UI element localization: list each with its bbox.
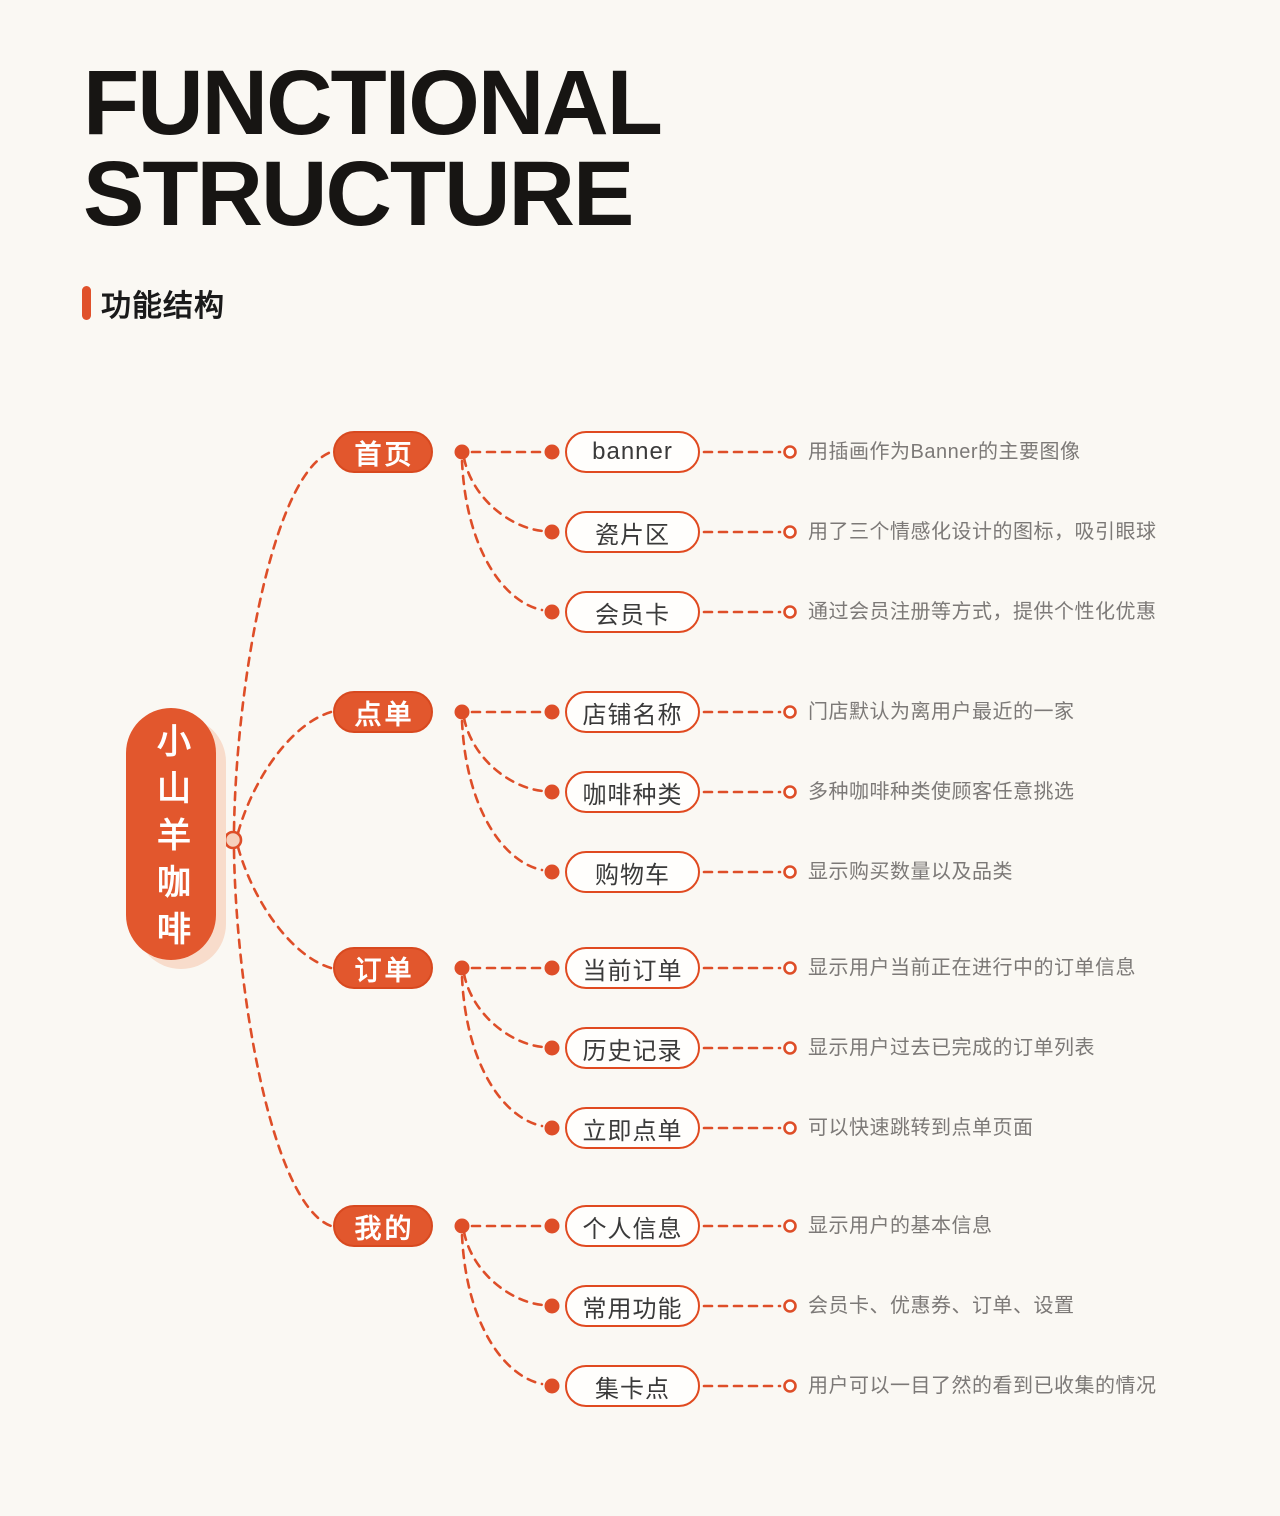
section-heading: 功能结构: [101, 290, 225, 323]
child-node-common-features: 常用功能: [565, 1285, 700, 1327]
accent-bar: [82, 286, 91, 320]
desc-coffee-type: 多种咖啡种类使顾客任意挑选: [808, 781, 1075, 803]
desc-cart: 显示购买数量以及品类: [808, 861, 1013, 883]
child-node-coffee-type: 咖啡种类: [565, 771, 700, 813]
child-node-banner: banner: [565, 431, 700, 473]
page-title: FUNCTIONAL STRUCTURE: [83, 52, 663, 245]
child-node-card-points: 集卡点: [565, 1365, 700, 1407]
desc-current-order: 显示用户当前正在进行中的订单信息: [808, 957, 1136, 979]
child-node-profile: 个人信息: [565, 1205, 700, 1247]
child-node-order-now: 立即点单: [565, 1107, 700, 1149]
desc-banner: 用插画作为Banner的主要图像: [808, 441, 1081, 463]
child-node-tile-area: 瓷片区: [565, 511, 700, 553]
desc-shop-name: 门店默认为离用户最近的一家: [808, 701, 1075, 723]
hub-dot: [223, 830, 243, 850]
solid-dots: [454, 444, 560, 1394]
desc-history: 显示用户过去已完成的订单列表: [808, 1037, 1095, 1059]
branch-node-orders: 订单: [333, 947, 433, 989]
desc-tile-area: 用了三个情感化设计的图标，吸引眼球: [808, 521, 1157, 543]
dashed-curves: [232, 450, 782, 1388]
desc-profile: 显示用户的基本信息: [808, 1215, 993, 1237]
branch-node-mine: 我的: [333, 1205, 433, 1247]
title-line-1: FUNCTIONAL: [83, 52, 663, 154]
branch-node-home: 首页: [333, 431, 433, 473]
title-line-2: STRUCTURE: [83, 143, 634, 245]
child-node-cart: 购物车: [565, 851, 700, 893]
child-node-current-order: 当前订单: [565, 947, 700, 989]
child-node-shop-name: 店铺名称: [565, 691, 700, 733]
branch-node-order: 点单: [333, 691, 433, 733]
section-heading-row: 功能结构: [82, 281, 225, 325]
root-node-brand: 小山羊咖啡: [126, 708, 216, 960]
hollow-end-dots: [783, 445, 797, 1393]
desc-member-card: 通过会员注册等方式，提供个性化优惠: [808, 601, 1157, 623]
child-node-member-card: 会员卡: [565, 591, 700, 633]
child-node-history: 历史记录: [565, 1027, 700, 1069]
desc-order-now: 可以快速跳转到点单页面: [808, 1117, 1034, 1139]
desc-card-points: 用户可以一目了然的看到已收集的情况: [808, 1375, 1157, 1397]
desc-common-features: 会员卡、优惠券、订单、设置: [808, 1295, 1075, 1317]
